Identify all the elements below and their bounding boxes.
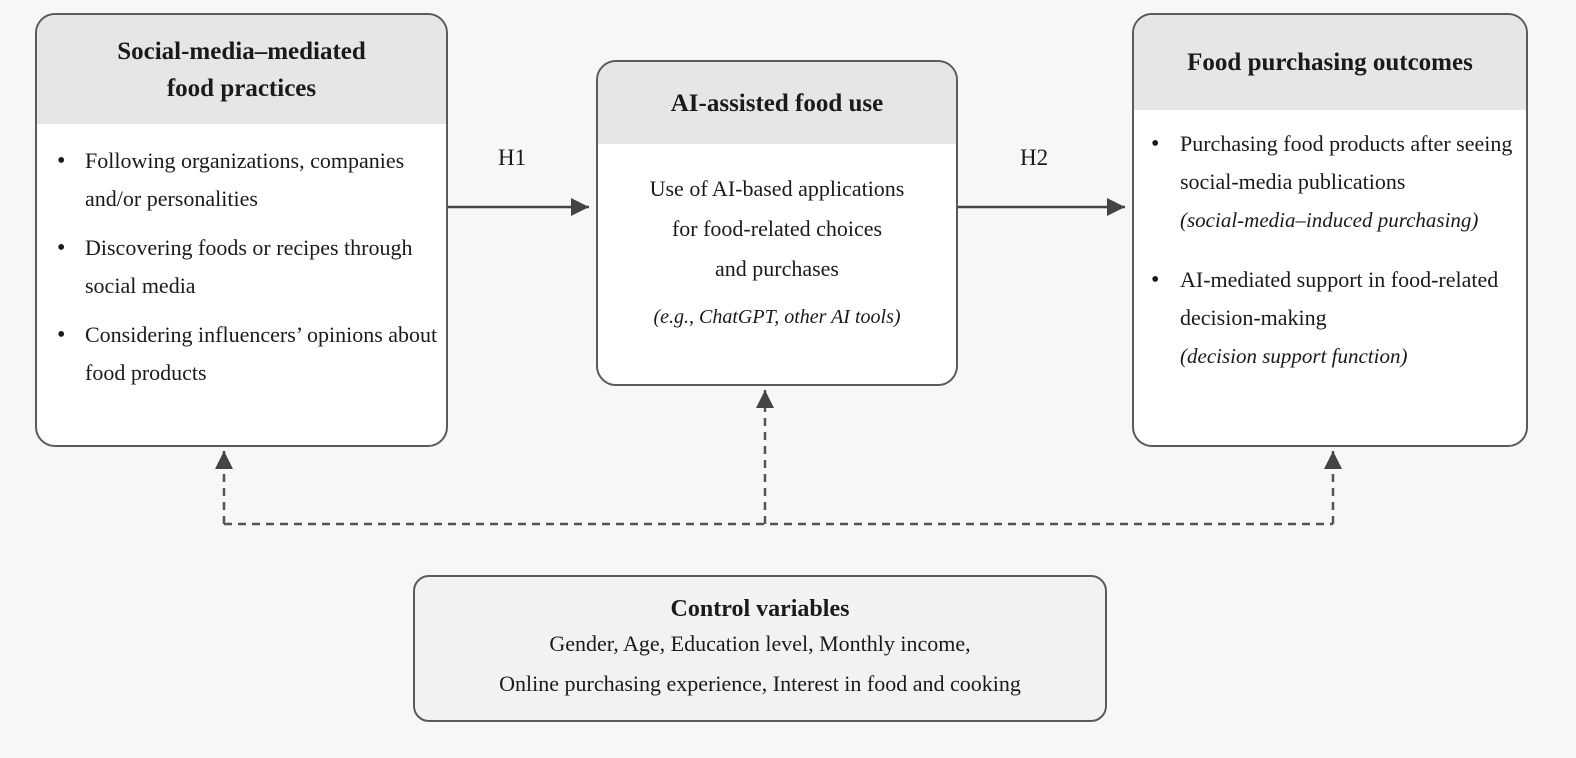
outcome-subtitle: (social-media–induced purchasing)	[1180, 208, 1479, 232]
description-line: for food-related choices	[671, 216, 883, 241]
outcome-text: AI-mediated support in food-related deci…	[1180, 267, 1499, 330]
control-variables-title: Control variables	[670, 596, 850, 622]
h2-label: H2	[1020, 145, 1049, 170]
food-purchasing-outcomes-title: Food purchasing outcomes	[1134, 15, 1526, 110]
outcome-subtitle: (decision support function)	[1180, 344, 1408, 368]
social-media-practices-list: Following organizations, companies and/o…	[37, 124, 446, 392]
ai-tools-example: (e.g., ChatGPT, other AI tools)	[653, 306, 901, 328]
h1-label: H1	[498, 145, 527, 170]
ai-assisted-food-use-title: AI-assisted food use	[598, 62, 956, 144]
food-purchasing-outcomes-box: Food purchasing outcomes Purchasing food…	[1132, 13, 1528, 447]
description-line: and purchases	[714, 256, 839, 281]
list-item: AI-mediated support in food-related deci…	[1134, 261, 1526, 375]
social-media-practices-title: Social-media–mediated food practices	[37, 15, 446, 124]
control-variables-line: Online purchasing experience, Interest i…	[499, 671, 1021, 696]
list-item: Following organizations, companies and/o…	[37, 142, 446, 218]
social-media-practices-title-text: Social-media–mediated food practices	[117, 37, 366, 102]
list-item: Considering influencers’ opinions about …	[37, 316, 446, 392]
control-variables-line: Gender, Age, Education level, Monthly in…	[549, 631, 971, 656]
list-item: Discovering foods or recipes through soc…	[37, 229, 446, 305]
list-item: Purchasing food products after seeing so…	[1134, 125, 1526, 239]
ai-assisted-food-use-description: Use of AI-based applications for food-re…	[598, 144, 956, 289]
description-line: Use of AI-based applications	[649, 176, 905, 201]
outcome-text: Purchasing food products after seeing so…	[1180, 131, 1513, 194]
food-purchasing-outcomes-list: Purchasing food products after seeing so…	[1134, 110, 1526, 375]
ai-assisted-food-use-box: AI-assisted food use Use of AI-based app…	[596, 60, 958, 386]
control-variables-box: Control variables Gender, Age, Education…	[413, 575, 1107, 722]
social-media-practices-box: Social-media–mediated food practices Fol…	[35, 13, 448, 447]
